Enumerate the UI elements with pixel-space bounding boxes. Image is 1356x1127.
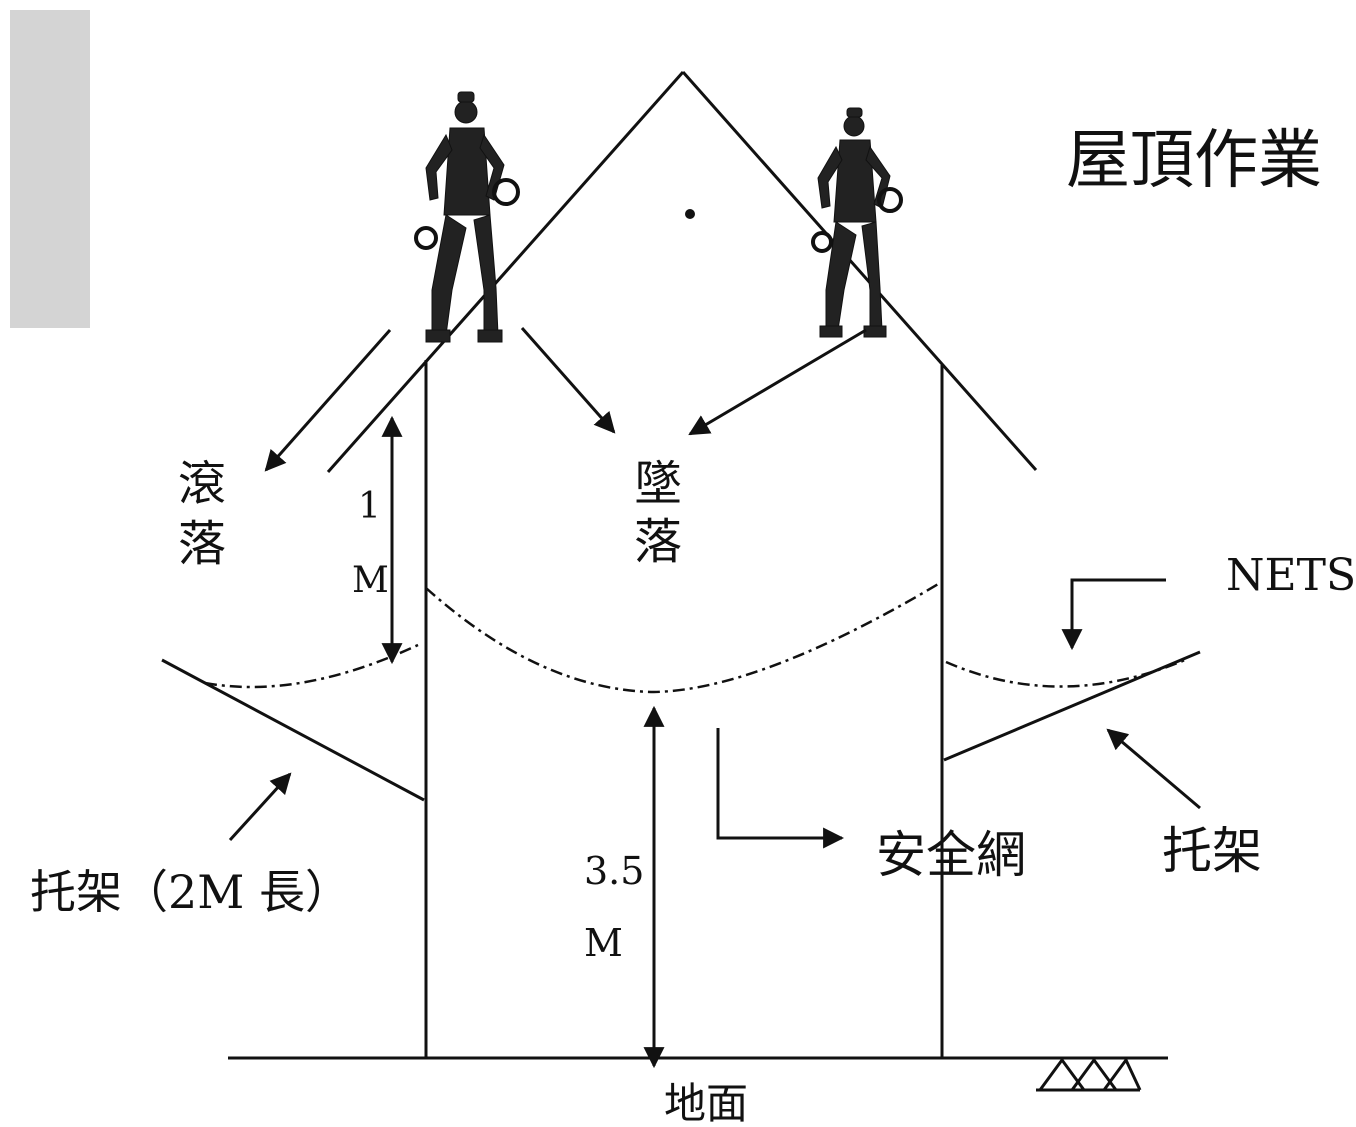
ground-label: 地面 bbox=[664, 1079, 748, 1127]
height-1m-number: 1 bbox=[358, 486, 381, 527]
fall-arrows bbox=[264, 327, 867, 472]
nets-label: NETS bbox=[1226, 550, 1356, 601]
nets-pointer-arrow bbox=[1061, 578, 1166, 651]
roof-right-slope bbox=[681, 71, 1038, 471]
safety-net-label: 安全網 bbox=[876, 826, 1026, 884]
right-bracket-label: 托架 bbox=[1162, 822, 1262, 880]
drop-fall-label-char1: 墜 bbox=[634, 456, 682, 512]
net-left bbox=[204, 643, 419, 689]
roof-left-slope bbox=[326, 71, 685, 473]
ground-hatch-symbol bbox=[1036, 1057, 1142, 1092]
right-bracket-pointer-arrow bbox=[1106, 728, 1201, 810]
net-center bbox=[425, 581, 941, 694]
height-3-5m-unit: M bbox=[584, 921, 623, 965]
walls bbox=[424, 360, 944, 1058]
safety-net-pointer-arrow bbox=[716, 728, 845, 849]
worker-left-icon bbox=[414, 91, 520, 343]
roll-fall-label-char1: 滾 bbox=[178, 456, 226, 512]
drop-fall-arrow-left bbox=[520, 327, 616, 434]
diagram-title: 屋頂作業 bbox=[1066, 124, 1322, 198]
left-bracket-label: 托架（2M 長） bbox=[30, 865, 351, 919]
roll-fall-label-char2: 落 bbox=[178, 516, 226, 572]
height-1m-unit: M bbox=[352, 560, 389, 601]
gray-side-panel bbox=[10, 10, 90, 328]
roof-dot bbox=[685, 209, 695, 219]
worker-right-icon bbox=[811, 107, 903, 338]
net-right bbox=[945, 658, 1186, 688]
left-bracket bbox=[161, 658, 425, 802]
drop-fall-label-char2: 落 bbox=[634, 514, 682, 570]
pointer-arrows bbox=[228, 578, 1201, 849]
drop-fall-arrow-right bbox=[688, 328, 867, 436]
right-bracket bbox=[943, 650, 1201, 762]
left-bracket-pointer-arrow bbox=[228, 772, 292, 842]
roof-outline bbox=[326, 71, 1038, 473]
height-3-5m-number: 3.5 bbox=[584, 849, 644, 893]
roll-fall-arrow bbox=[264, 329, 392, 472]
safety-nets bbox=[204, 581, 1186, 694]
